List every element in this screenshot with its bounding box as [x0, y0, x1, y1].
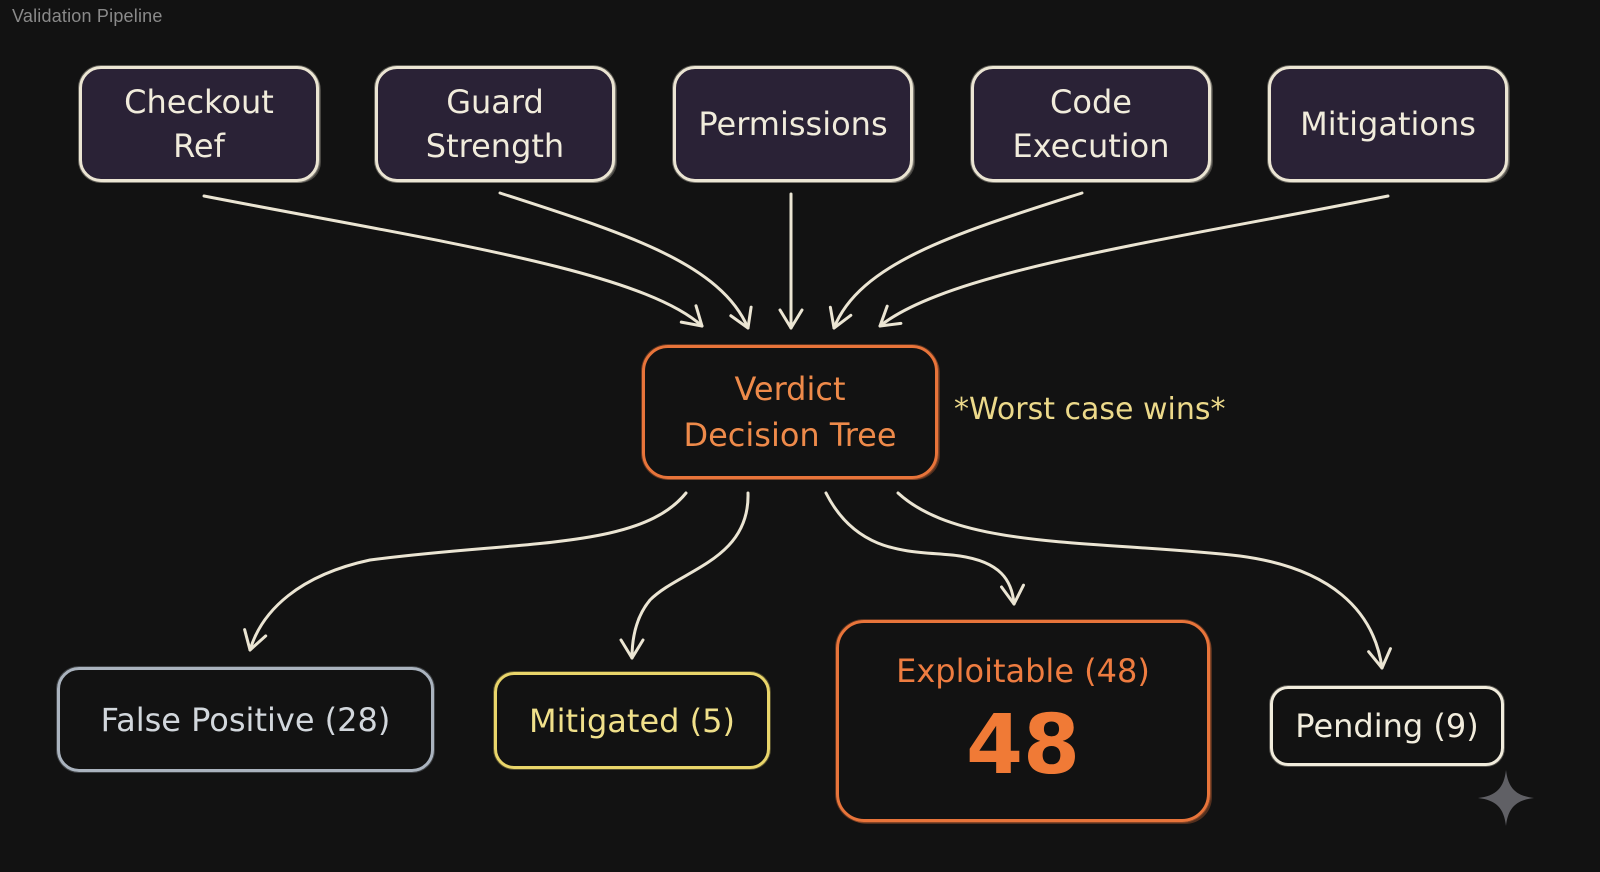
edge-verdict-to-pending	[896, 491, 1392, 670]
input-node-label: Permissions	[698, 105, 888, 143]
exploitable-count: 48	[965, 698, 1081, 793]
verdict-decision-tree-node: Verdict Decision Tree	[642, 345, 938, 479]
input-node-label: Guard Strength	[425, 83, 565, 165]
edge-verdict-to-mitigated	[619, 491, 750, 660]
edge-mitigations-to-verdict	[878, 194, 1390, 328]
input-node-label: Code Execution	[1012, 83, 1170, 165]
outcome-label: Exploitable (48)	[896, 652, 1150, 690]
input-node-code-execution: Code Execution	[971, 66, 1211, 182]
input-node-label: Mitigations	[1300, 105, 1476, 143]
input-node-permissions: Permissions	[673, 66, 913, 182]
input-node-checkout-ref: Checkout Ref	[79, 66, 319, 182]
outcome-mitigated: Mitigated (5)	[494, 672, 770, 769]
worst-case-note: *Worst case wins*	[954, 392, 1226, 427]
outcome-label: Mitigated (5)	[529, 701, 735, 740]
input-node-mitigations: Mitigations	[1268, 66, 1508, 182]
edge-checkout-ref-to-verdict	[202, 194, 704, 328]
page-title: Validation Pipeline	[12, 6, 163, 26]
edge-verdict-to-false-positive	[243, 491, 688, 652]
outcome-exploitable: Exploitable (48) 48	[836, 620, 1210, 822]
edge-verdict-to-exploitable	[824, 491, 1025, 606]
input-node-label: Checkout Ref	[124, 83, 274, 165]
sparkle-icon	[1478, 770, 1534, 826]
edge-guard-strength-to-verdict	[498, 191, 753, 330]
outcome-label: False Positive (28)	[100, 700, 391, 739]
edge-code-execution-to-verdict	[828, 191, 1084, 330]
outcome-pending: Pending (9)	[1270, 686, 1504, 766]
outcome-false-positive: False Positive (28)	[57, 667, 434, 772]
outcome-label: Pending (9)	[1295, 707, 1479, 745]
input-node-guard-strength: Guard Strength	[375, 66, 615, 182]
